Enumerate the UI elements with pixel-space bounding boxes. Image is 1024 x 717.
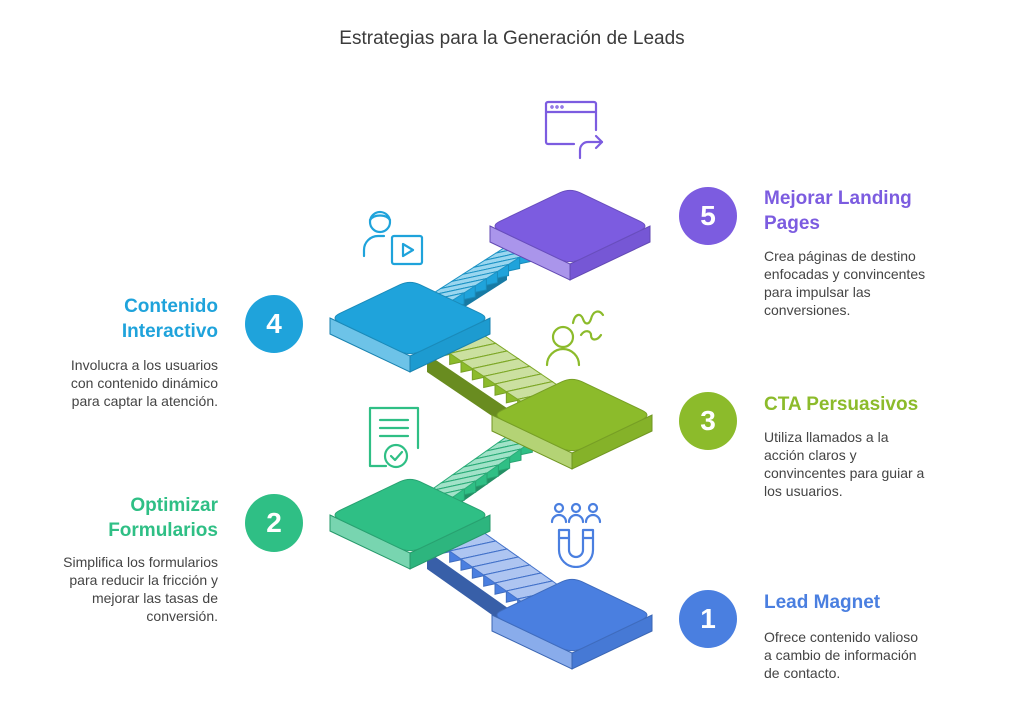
landing-4 — [329, 281, 491, 373]
step-1-heading: Lead Magnet — [764, 592, 881, 613]
step-2-number: 2 — [245, 494, 303, 552]
form-check-icon — [368, 406, 420, 469]
landing-5 — [489, 189, 651, 281]
browser-redirect-icon — [544, 100, 604, 160]
person-video-icon — [362, 210, 424, 266]
landing-3 — [491, 378, 653, 470]
landing-1-top — [496, 578, 648, 652]
landing-1 — [491, 578, 653, 670]
step-5-number: 5 — [679, 187, 737, 245]
step-3-heading: CTA Persuasivos — [764, 394, 919, 415]
diagram-title: Estrategias para la Generación de Leads — [339, 28, 685, 49]
landing-5-top — [494, 189, 646, 263]
step-1-number: 1 — [679, 590, 737, 648]
step-4-number: 4 — [245, 295, 303, 353]
magnet-people-icon — [550, 502, 602, 568]
landing-2-top — [334, 478, 486, 552]
landing-3-top — [496, 378, 648, 452]
landing-2 — [329, 478, 491, 570]
person-speech-icon — [545, 310, 605, 367]
landing-4-top — [334, 281, 486, 355]
step-3-number: 3 — [679, 392, 737, 450]
